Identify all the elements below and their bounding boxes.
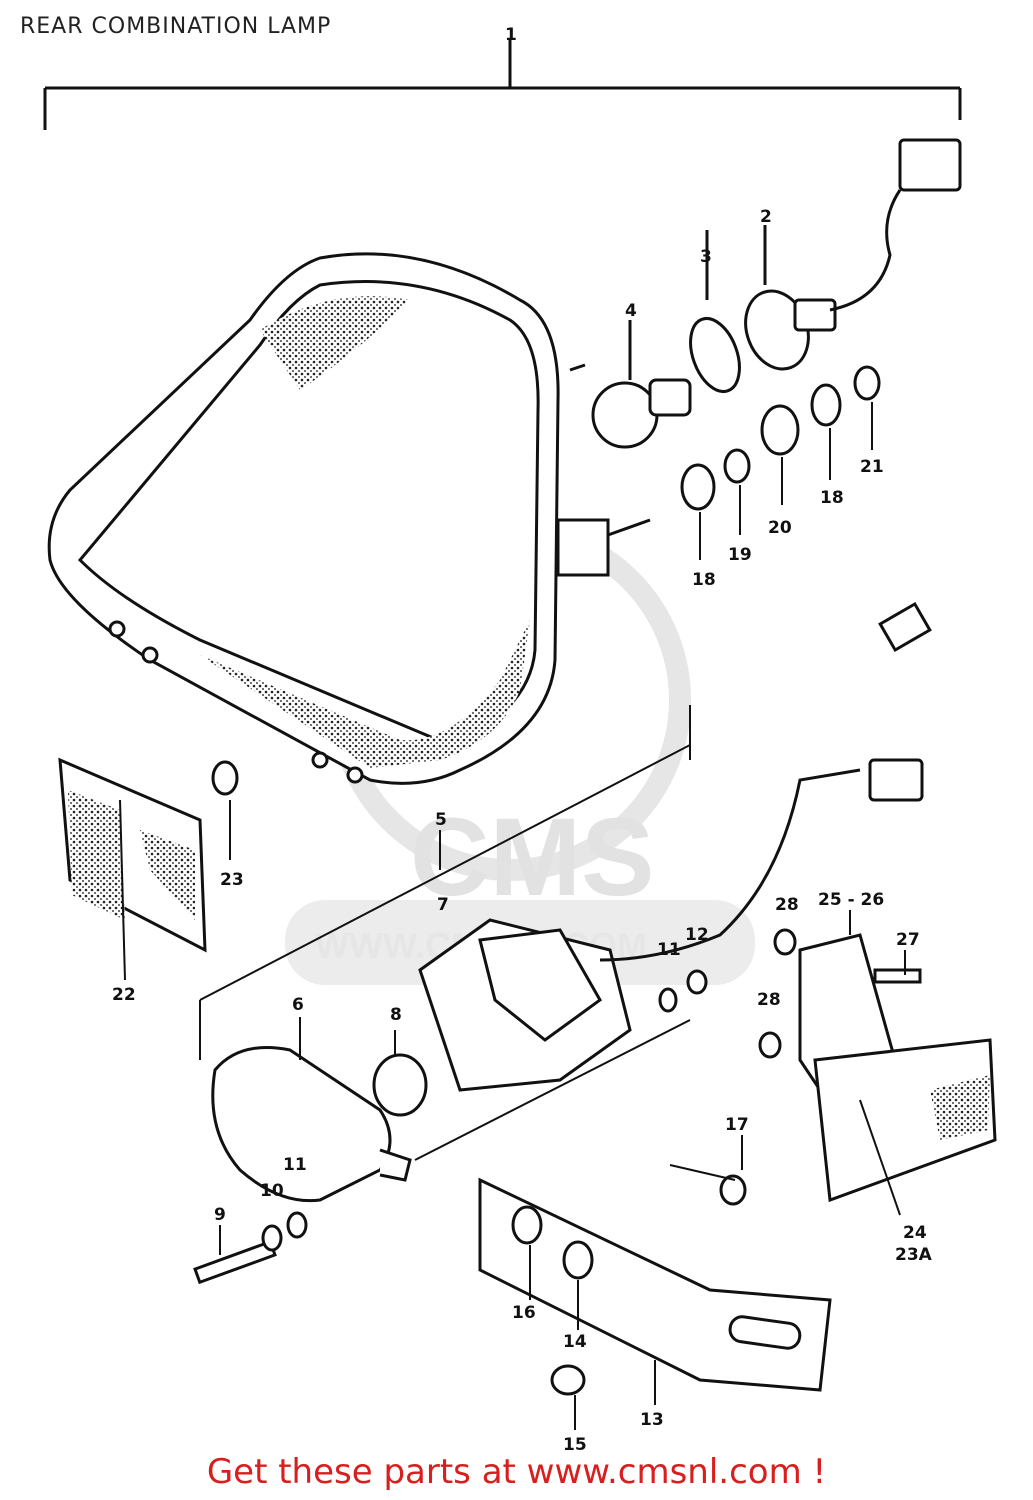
part-label-16: 16	[512, 1303, 536, 1323]
part-label-24: 24	[903, 1223, 927, 1243]
side-reflector-bracket	[758, 928, 997, 1203]
license-plate-bracket	[478, 1164, 832, 1396]
part-labels: 1 2 3 4 5 6 7 8 9 10 11 11 12 13 14 15 1…	[112, 25, 933, 1455]
bulb-socket-group	[591, 138, 962, 449]
assembly-bracket	[43, 40, 962, 130]
part-label-14: 14	[563, 1332, 587, 1352]
part-label-2: 2	[760, 207, 772, 227]
part-label-15: 15	[563, 1435, 587, 1455]
diagram-title: REAR COMBINATION LAMP	[20, 14, 332, 39]
part-label-19: 19	[728, 545, 752, 565]
part-label-17: 17	[725, 1115, 749, 1135]
part-label-27: 27	[896, 930, 920, 950]
part-label-18a: 18	[692, 570, 716, 590]
part-label-11a: 11	[283, 1155, 307, 1175]
lamp-housing	[47, 252, 651, 785]
part-label-21: 21	[860, 457, 884, 477]
part-label-11b: 11	[657, 940, 681, 960]
part-label-28a: 28	[775, 895, 799, 915]
part-label-3: 3	[700, 247, 712, 267]
leader-lines-lower	[219, 910, 906, 1430]
part-label-6: 6	[292, 995, 304, 1015]
part-label-28b: 28	[757, 990, 781, 1010]
leader-lines-upper	[699, 402, 873, 560]
part-label-23: 23	[220, 870, 244, 890]
part-label-4: 4	[625, 301, 637, 321]
part-label-8: 8	[390, 1005, 402, 1025]
part-label-25-26: 25 - 26	[818, 890, 884, 910]
part-label-22: 22	[112, 985, 136, 1005]
footer-link[interactable]: Get these parts at www.cmsnl.com !	[206, 1452, 827, 1492]
part-label-18b: 18	[820, 488, 844, 508]
fastener-group-upper	[680, 365, 932, 653]
part-label-10: 10	[260, 1181, 284, 1201]
part-label-7: 7	[437, 895, 449, 915]
part-label-23a: 23A	[895, 1245, 933, 1265]
fastener-group-lower	[193, 969, 708, 1285]
license-lamp-assembly	[199, 705, 924, 1203]
reflector-22	[58, 757, 239, 981]
part-label-13: 13	[640, 1410, 664, 1430]
part-label-12: 12	[685, 925, 709, 945]
part-label-9: 9	[214, 1205, 226, 1225]
watermark-brand: CMS	[410, 796, 654, 919]
part-label-20: 20	[768, 518, 792, 538]
part-label-1: 1	[505, 25, 517, 45]
part-label-5: 5	[435, 810, 447, 830]
